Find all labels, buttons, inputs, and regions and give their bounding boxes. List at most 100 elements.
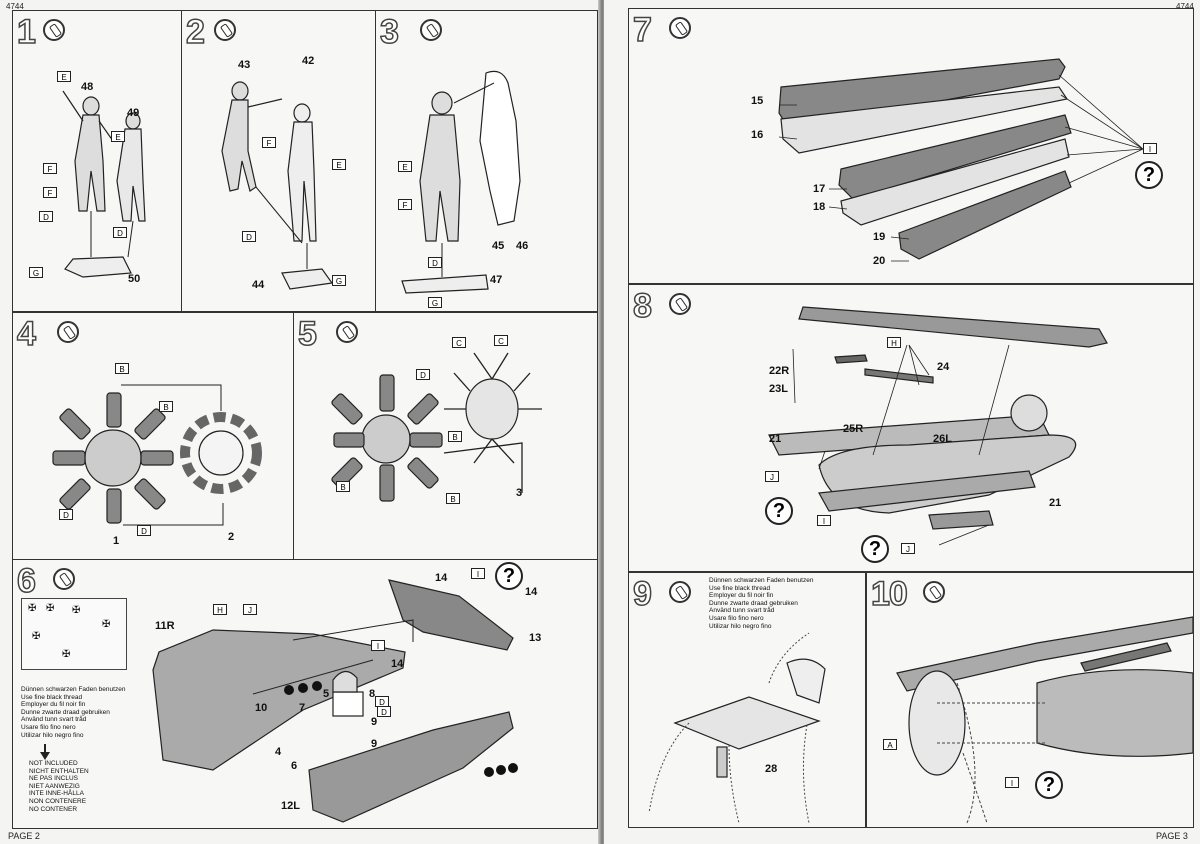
figures-illustration: [62, 90, 146, 278]
paint-tag: G: [29, 267, 43, 278]
part-number: 21: [1049, 497, 1062, 509]
paint-tag: I: [1143, 143, 1157, 154]
glue-icon: [669, 17, 691, 39]
step-4-panel: 4: [12, 312, 294, 560]
glue-icon: [53, 568, 75, 590]
rigging-illustration: [896, 616, 1193, 824]
paint-tag: H: [887, 337, 901, 348]
paint-tag: D: [242, 231, 256, 242]
left-page-header: 4744: [6, 2, 24, 11]
note-line: NIET AANWEZIG: [29, 782, 80, 790]
right-page-footer: PAGE 3: [1156, 831, 1188, 841]
glue-icon: [57, 321, 79, 343]
paint-tag: I: [371, 640, 385, 651]
note-line: Använd tunn svart tråd: [709, 607, 775, 615]
not-included-note: NOT INCLUDED NICHT ENTHALTEN NE PAS INCL…: [29, 760, 129, 813]
paint-tag: E: [332, 159, 346, 170]
part-number: 45: [492, 240, 505, 252]
part-number: 24: [937, 361, 950, 373]
part-number: 21: [769, 433, 782, 445]
part-number: 23L: [769, 383, 788, 395]
paint-tag: D: [113, 227, 127, 238]
note-line: Använd tunn svart tråd: [21, 716, 87, 724]
paint-tag: C: [494, 335, 508, 346]
figures-illustration: [401, 70, 521, 294]
paint-tag: G: [332, 275, 346, 286]
note-line: NE PAS INCLUS: [29, 775, 79, 783]
part-number: 43: [238, 59, 251, 71]
note-line: Dunne zwarte draad gebruiken: [21, 708, 110, 716]
page-gutter: [598, 0, 606, 844]
right-page-header: 4744: [1176, 2, 1194, 11]
step-number: 6: [16, 561, 36, 601]
step-number: 3: [379, 12, 399, 52]
left-page: 4744 PAGE 2 1 48 49 50 E E F F D D G: [0, 0, 600, 844]
part-number: 44: [252, 279, 265, 291]
decal-cross-icon: ✠: [72, 605, 81, 616]
step-number: 9: [632, 574, 652, 614]
part-number: 10: [255, 702, 268, 714]
paint-tag: E: [57, 71, 71, 82]
part-number: 3: [516, 487, 523, 499]
part-number: 18: [813, 201, 826, 213]
paint-tag: D: [428, 257, 442, 268]
part-number: 2: [228, 531, 235, 543]
paint-tag: D: [377, 706, 391, 717]
decal-cross-icon: ✠: [62, 649, 71, 660]
paint-tag: D: [39, 211, 53, 222]
part-number: 28: [765, 763, 778, 775]
note-line: INTE INNE-HÅLLA: [29, 790, 84, 798]
help-icon: ?: [1035, 771, 1063, 799]
paint-tag: E: [398, 161, 412, 172]
part-number: 17: [813, 183, 826, 195]
part-number: 42: [302, 55, 315, 67]
paint-tag: J: [765, 471, 779, 482]
note-line: NICHT ENTHALTEN: [29, 767, 89, 775]
part-number: 48: [81, 81, 94, 93]
note-line: Dunne zwarte draad gebruiken: [709, 599, 798, 607]
paint-tag: F: [43, 163, 57, 174]
part-number: 8: [369, 688, 376, 700]
part-number: 13: [529, 632, 542, 644]
step-3-panel: 3 45 46 47 E F D G: [375, 10, 598, 312]
step-number: 1: [16, 12, 36, 52]
step-8-panel: 8 22R 23L 24 21 25R 26L 21 H J I: [628, 284, 1194, 572]
paint-tag: F: [43, 187, 57, 198]
paint-tag: E: [111, 131, 125, 142]
glue-icon: [336, 321, 358, 343]
part-number: 14: [525, 586, 538, 598]
rigging-illustration: [648, 632, 826, 824]
left-page-footer: PAGE 2: [8, 831, 40, 841]
paint-tag: A: [883, 739, 897, 750]
paint-tag: D: [137, 525, 151, 536]
glue-icon: [669, 293, 691, 315]
note-line: NO CONTENER: [29, 805, 78, 813]
paint-tag: H: [213, 604, 227, 615]
decal-cross-icon: ✠: [32, 631, 41, 642]
paint-tag: J: [243, 604, 257, 615]
paint-tag: B: [448, 431, 462, 442]
part-number: 6: [291, 760, 298, 772]
glue-icon: [43, 19, 65, 41]
paint-tag: B: [115, 363, 129, 374]
note-line: NOT INCLUDED: [29, 760, 78, 767]
step-number: 8: [632, 286, 652, 326]
engine-illustration: [52, 384, 262, 526]
part-number: 5: [323, 688, 330, 700]
part-number: 11R: [155, 620, 175, 632]
part-number: 15: [751, 95, 764, 107]
decal-cross-icon: ✠: [46, 603, 55, 614]
step-6-panel: 6 ✠ ✠ ✠ ✠ ✠ ✠ Dünnen schwarzen Faden ben…: [12, 559, 598, 829]
thread-note: Dünnen schwarzen Faden benutzen Use fine…: [21, 686, 141, 739]
glue-icon: [214, 19, 236, 41]
part-number: 12L: [281, 800, 300, 812]
help-icon: ?: [495, 562, 523, 590]
decal-cross-icon: ✠: [102, 619, 111, 630]
right-page: 4744 PAGE 3 7 15 16 17 18 19 20 I ?: [604, 0, 1200, 844]
part-number: 4: [275, 746, 282, 758]
part-number: 14: [391, 658, 404, 670]
decal-cross-icon: ✠: [28, 603, 37, 614]
paint-tag: B: [446, 493, 460, 504]
note-line: Utilizar hilo negro fino: [709, 622, 772, 630]
figures-illustration: [221, 81, 334, 290]
